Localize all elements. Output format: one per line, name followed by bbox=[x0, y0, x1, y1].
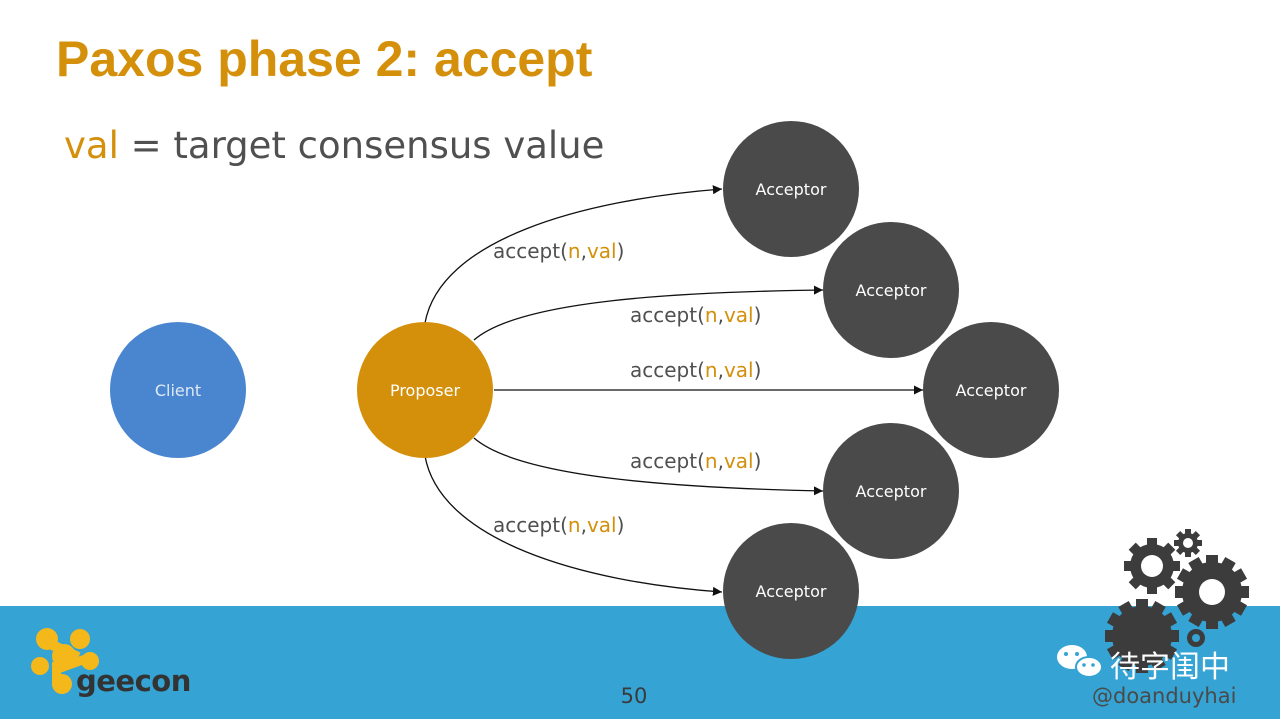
slide-title: Paxos phase 2: accept bbox=[56, 31, 593, 87]
edge-label-5: accept(n,val) bbox=[493, 513, 624, 537]
edge-label-1: accept(n,val) bbox=[493, 239, 624, 263]
client-node: Client bbox=[110, 322, 246, 458]
proposer-label: Proposer bbox=[390, 381, 461, 400]
acceptor-node-4: Acceptor bbox=[823, 423, 959, 559]
acceptor-label-4: Acceptor bbox=[856, 482, 927, 501]
edge-to-acceptor-2 bbox=[473, 285, 824, 341]
subtitle-variable: val bbox=[64, 124, 119, 167]
acceptor-label-3: Acceptor bbox=[956, 381, 1027, 400]
edge-label-2: accept(n,val) bbox=[630, 303, 761, 327]
watermark-text: 待字闺中 bbox=[1110, 650, 1230, 685]
acceptor-node-2: Acceptor bbox=[823, 222, 959, 358]
acceptor-node-5: Acceptor bbox=[723, 523, 859, 659]
geecon-logo-icon bbox=[31, 628, 99, 694]
edge-to-acceptor-1 bbox=[424, 185, 723, 324]
proposer-node: Proposer bbox=[357, 322, 493, 458]
client-label: Client bbox=[155, 381, 201, 400]
edge-label-4: accept(n,val) bbox=[630, 449, 761, 473]
page-number: 50 bbox=[620, 684, 648, 708]
subtitle-text: = target consensus value bbox=[118, 124, 605, 167]
acceptor-label-5: Acceptor bbox=[756, 582, 827, 601]
geecon-logo-text: geecon bbox=[76, 664, 191, 698]
author-handle: @doanduyhai bbox=[1092, 684, 1237, 708]
wechat-icon bbox=[1057, 645, 1103, 678]
acceptor-label-2: Acceptor bbox=[856, 281, 927, 300]
gears-icon bbox=[1105, 529, 1249, 673]
edge-label-3: accept(n,val) bbox=[630, 358, 761, 382]
acceptor-node-3: Acceptor bbox=[923, 322, 1059, 458]
edge-to-acceptor-5 bbox=[424, 455, 723, 596]
subtitle: val = target consensus value bbox=[64, 124, 604, 167]
acceptor-label-1: Acceptor bbox=[756, 180, 827, 199]
edge-to-acceptor-4 bbox=[473, 437, 824, 496]
acceptor-node-1: Acceptor bbox=[723, 121, 859, 257]
